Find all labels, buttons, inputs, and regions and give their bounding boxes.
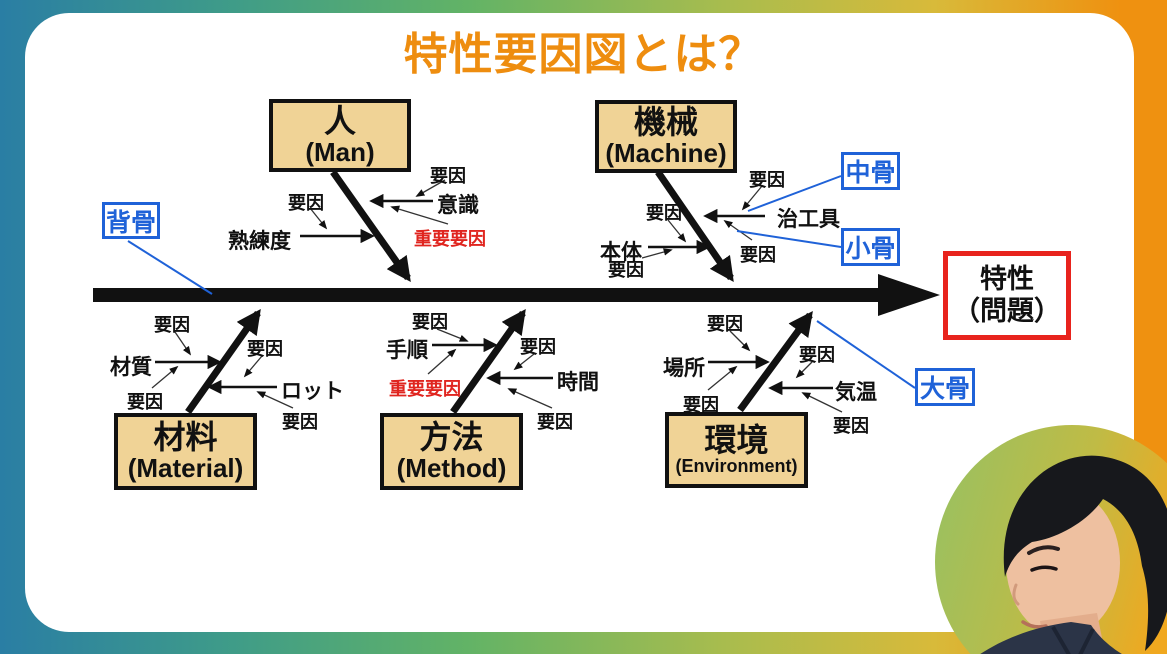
cause-label-material-quality: 材質 <box>110 356 152 379</box>
cause-label-awareness: 意識 <box>437 194 479 217</box>
category-box-man: 人 (Man) <box>269 99 411 172</box>
factor-label: 要因 <box>127 392 163 412</box>
category-man-jp: 人 <box>323 103 356 140</box>
callout-middle-bone: 中骨 <box>841 152 900 190</box>
callout-backbone: 背骨 <box>102 202 160 239</box>
category-environment-en: (Environment) <box>675 456 798 477</box>
important-factor-label: 重要要因 <box>389 379 461 399</box>
outcome-line2: （問題） <box>953 295 1061 326</box>
important-factor-label: 重要要因 <box>414 229 486 249</box>
factor-label: 要因 <box>288 193 324 213</box>
category-box-material: 材料 (Material) <box>114 413 257 490</box>
cause-label-lot: ロット <box>281 380 344 403</box>
pointer-arrows <box>151 179 843 413</box>
category-material-en: (Material) <box>127 452 244 483</box>
category-box-machine: 機械 (Machine) <box>595 100 737 173</box>
factor-label: 要因 <box>683 395 719 415</box>
cause-label-temperature: 気温 <box>835 381 877 404</box>
factor-label: 要因 <box>740 245 776 265</box>
cause-label-time: 時間 <box>557 371 599 394</box>
slide-title: 特性要因図とは？ <box>403 30 764 79</box>
factor-label: 要因 <box>412 312 448 332</box>
factor-label: 要因 <box>833 416 869 436</box>
factor-label: 要因 <box>430 166 466 186</box>
spine-arrow <box>93 274 940 316</box>
category-machine-jp: 機械 <box>633 104 698 141</box>
cause-label-main-body: 本体 <box>600 241 642 264</box>
category-method-jp: 方法 <box>419 419 484 456</box>
callout-big-bone: 大骨 <box>915 368 975 406</box>
factor-label: 要因 <box>537 412 573 432</box>
callout-lines <box>127 175 916 389</box>
big-bones <box>185 169 813 415</box>
category-box-method: 方法 (Method) <box>380 413 523 490</box>
factor-label: 要因 <box>282 412 318 432</box>
cause-label-place: 場所 <box>663 357 705 380</box>
factor-label: 要因 <box>799 345 835 365</box>
factor-arrows <box>155 193 833 396</box>
factor-label: 要因 <box>646 203 682 223</box>
category-machine-en: (Machine) <box>605 137 727 168</box>
category-material-jp: 材料 <box>153 419 218 456</box>
category-method-en: (Method) <box>396 452 507 483</box>
category-man-en: (Man) <box>305 136 375 167</box>
factor-label: 要因 <box>707 314 743 334</box>
cause-label-procedure: 手順 <box>386 339 428 362</box>
category-environment-jp: 環境 <box>704 421 769 458</box>
factor-label: 要因 <box>608 260 644 280</box>
cause-label-jig-tools: 治工具 <box>777 208 840 231</box>
factor-label: 要因 <box>247 339 283 359</box>
cause-label-skill: 熟練度 <box>228 230 291 253</box>
callout-small-bone: 小骨 <box>841 228 900 266</box>
category-box-environment: 環境 (Environment) <box>665 412 808 488</box>
presenter-illustration <box>980 455 1167 654</box>
factor-label: 要因 <box>520 337 556 357</box>
outcome-line1: 特性 <box>980 264 1034 295</box>
outcome-box: 特性 （問題） <box>943 251 1071 340</box>
factor-label: 要因 <box>749 170 785 190</box>
factor-label: 要因 <box>154 315 190 335</box>
